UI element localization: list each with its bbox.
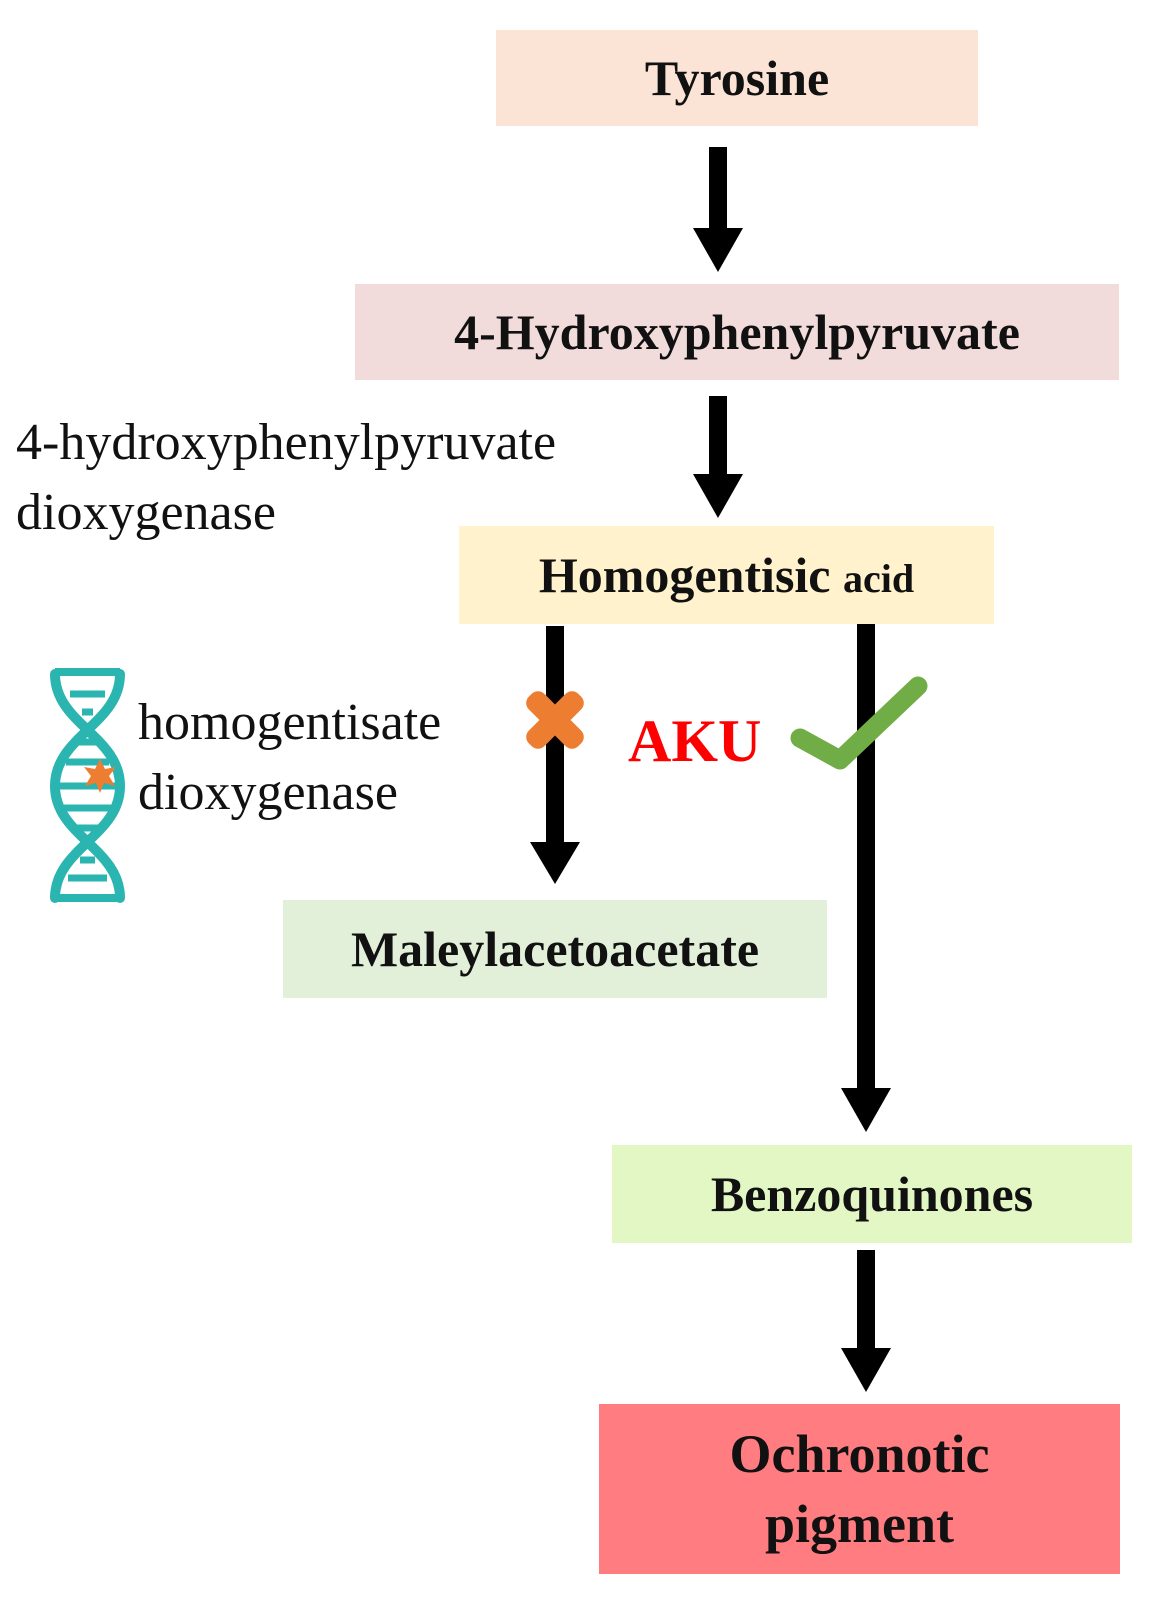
node-bq-label: Benzoquinones xyxy=(710,1166,1034,1222)
enzyme-hppd-line1: 4-hydroxyphenylpyruvate xyxy=(16,414,557,471)
node-maa-label: Maleylacetoacetate xyxy=(350,921,760,977)
arrow-tyrosine-to-hpp xyxy=(693,147,743,272)
arrow-hga-to-maleylacetoacetate xyxy=(530,626,580,884)
node-ochronotic-pigment: Ochronotic pigment xyxy=(599,1404,1120,1574)
node-op-line2: pigment xyxy=(765,1494,954,1554)
node-hydroxyphenylpyruvate: 4-Hydroxyphenylpyruvate xyxy=(355,284,1119,380)
node-hpp-label: 4-Hydroxyphenylpyruvate xyxy=(454,304,1020,360)
node-hga-label-main: Homogentisic xyxy=(538,547,831,603)
enzyme-hgd-line1: homogentisate xyxy=(138,694,442,751)
enzyme-label-hgd: homogentisate dioxygenase xyxy=(138,688,441,828)
enzyme-label-hppd: 4-hydroxyphenylpyruvate dioxygenase xyxy=(16,408,556,548)
node-tyrosine: Tyrosine xyxy=(496,30,978,126)
mutation-star-icon xyxy=(84,759,116,793)
arrow-hga-to-benzoquinones xyxy=(841,622,891,1132)
cross-icon xyxy=(526,691,584,749)
node-maleylacetoacetate: Maleylacetoacetate xyxy=(283,900,827,998)
arrow-benzoquinones-to-pigment xyxy=(841,1250,891,1392)
aku-label: AKU xyxy=(628,708,762,774)
enzyme-hppd-line2: dioxygenase xyxy=(16,484,276,541)
enzyme-hgd-line2: dioxygenase xyxy=(138,764,398,821)
node-benzoquinones: Benzoquinones xyxy=(612,1145,1132,1243)
arrow-hpp-to-hga xyxy=(693,396,743,518)
node-hga-label-small: acid xyxy=(843,556,915,601)
check-icon xyxy=(790,676,928,770)
node-tyrosine-label: Tyrosine xyxy=(644,50,830,106)
node-homogentisic-acid: Homogentisic acid xyxy=(459,526,994,624)
dna-icon xyxy=(49,668,126,903)
node-op-line1: Ochronotic xyxy=(729,1424,990,1484)
